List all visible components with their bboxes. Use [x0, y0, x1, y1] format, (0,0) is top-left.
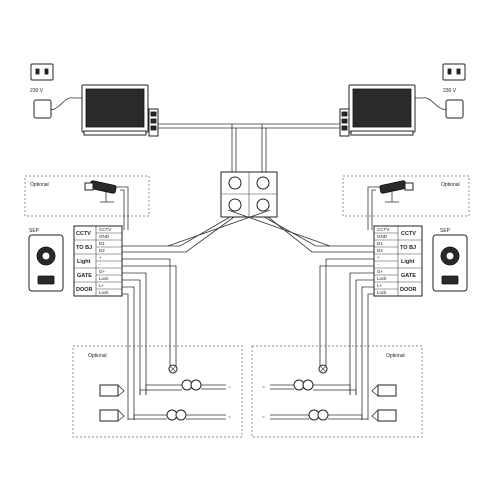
terminal-left-pin: -: [99, 262, 101, 267]
optional-label-lock-right: Optional: [386, 353, 405, 359]
terminal-left-pin: Lock: [99, 290, 109, 295]
terminal-right-func-cctv: CCTV: [401, 231, 416, 237]
door-panel-left: SEP: [28, 228, 64, 292]
junction-screw-3: [228, 198, 242, 212]
tilde-right-bottom: ~: [262, 415, 265, 421]
optional-label-camera-right: Optional: [441, 182, 460, 188]
socket-hole-3: [447, 68, 452, 75]
socket-hole-1: [35, 68, 40, 75]
terminal-block-left: CCTV TO BJ Light GATE DOOR CCTV GND D1 D…: [73, 225, 123, 297]
monitor-connector-left: [148, 108, 159, 137]
optional-lock-box-left: Optional ~ ~: [72, 345, 243, 438]
transformer-left-top-icon: [181, 379, 202, 391]
terminal-right-pin: G+: [377, 269, 384, 274]
adapter-right: [445, 99, 464, 119]
terminal-left-pin: G+: [99, 269, 106, 274]
junction-cross-wires: [122, 209, 374, 253]
optional-label-camera-left: Optional: [30, 182, 49, 188]
terminal-left-func-light: Light: [77, 259, 91, 265]
camera-left-icon: [84, 180, 117, 203]
tilde-left-top: ~: [228, 385, 231, 391]
terminal-right-pin: D2: [377, 248, 383, 253]
camera-right-icon: [379, 180, 414, 203]
monitor-left: [81, 84, 149, 136]
call-button-left: [37, 275, 55, 285]
junction-screw-1: [228, 176, 242, 190]
terminal-wires-right: [319, 258, 374, 420]
transformer-right-bottom-icon: [308, 409, 329, 421]
junction-screw-4: [256, 198, 270, 212]
lock-gate-right-icon: [371, 384, 397, 397]
terminal-left-func-tobj: TO BJ: [76, 245, 92, 251]
terminal-right-pin: CCTV: [377, 227, 389, 232]
terminal-left-pin: +: [99, 255, 102, 260]
terminal-right-pin: Lock: [377, 290, 387, 295]
optional-camera-box-right: Optional: [342, 175, 470, 230]
power-cable-left: [50, 97, 86, 111]
terminal-right-func-gate: GATE: [401, 273, 416, 279]
terminal-left-pin: D1: [99, 241, 105, 246]
power-supply-left: 230 V: [30, 63, 86, 119]
terminal-right-func-door: DOOR: [400, 287, 417, 293]
call-button-right: [441, 275, 459, 285]
terminal-left-pin: Lock: [99, 276, 109, 281]
terminal-right-pin: -: [377, 262, 379, 267]
wall-socket-right: [442, 63, 466, 81]
terminal-left-pin: L+: [99, 283, 105, 288]
panel-label-left: SEP: [29, 228, 40, 234]
terminal-left-func-cctv: CCTV: [76, 231, 91, 237]
terminal-left-pin: CCTV: [99, 227, 111, 232]
power-supply-right: 230 V: [410, 63, 466, 119]
terminal-wires-left: [122, 258, 177, 420]
tilde-left-bottom: ~: [228, 415, 231, 421]
terminal-right-pin: GND: [377, 234, 388, 239]
monitor-connector-right: [339, 108, 350, 137]
monitor-bus: [158, 123, 340, 172]
terminal-right-pin: D1: [377, 241, 383, 246]
wall-socket-left: [30, 63, 54, 81]
optional-label-lock-left: Optional: [88, 353, 107, 359]
junction-screw-2: [256, 176, 270, 190]
adapter-left: [33, 99, 52, 119]
terminal-right-pin: Lock: [377, 276, 387, 281]
power-cable-right: [410, 97, 447, 111]
terminal-left-func-door: DOOR: [76, 287, 93, 293]
terminal-right-func-tobj: TO BJ: [400, 245, 416, 251]
lock-door-left-icon: [99, 409, 125, 422]
door-panel-right: SEP: [432, 228, 468, 292]
junction-box: [220, 171, 278, 218]
terminal-right-pin: +: [377, 255, 380, 260]
socket-hole-2: [44, 68, 49, 75]
monitor-right: [348, 84, 416, 136]
terminal-left-pin: D2: [99, 248, 105, 253]
terminal-left-func-gate: GATE: [77, 273, 92, 279]
panel-label-right: SEP: [440, 228, 451, 234]
lock-door-right-icon: [371, 409, 397, 422]
socket-hole-4: [456, 68, 461, 75]
optional-camera-box-left: Optional: [24, 175, 150, 230]
terminal-left-pin: GND: [99, 234, 110, 239]
terminal-block-right: CCTV TO BJ Light GATE DOOR CCTV GND D1 D…: [373, 225, 423, 297]
power-label-right: 230 V: [443, 88, 457, 94]
terminal-right-func-light: Light: [401, 259, 415, 265]
transformer-left-bottom-icon: [166, 409, 187, 421]
tilde-right-top: ~: [262, 385, 265, 391]
terminal-right-pin: L+: [377, 283, 383, 288]
transformer-right-top-icon: [293, 379, 314, 391]
lock-gate-left-icon: [99, 384, 125, 397]
power-label-left: 230 V: [30, 88, 44, 94]
optional-lock-box-right: Optional ~ ~: [251, 345, 423, 438]
